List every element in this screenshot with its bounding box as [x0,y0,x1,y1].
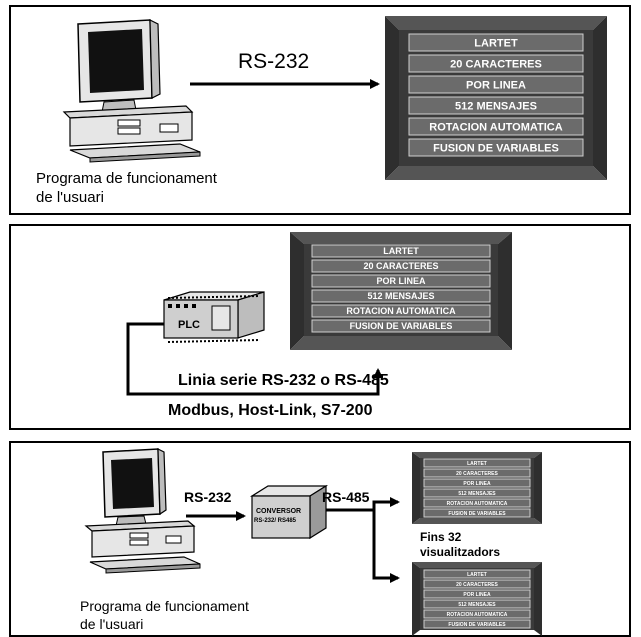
rs485-label: RS-485 [322,489,370,505]
display-row [408,33,584,52]
display-message-text: 20 CARACTERES [363,261,438,271]
display-message-text: POR LINEA [466,79,526,91]
display-row [408,54,584,73]
display-row [423,599,531,609]
computer-icon [84,448,201,574]
message-display: LARTET 20 CARACTERES POR LINEA 512 MENSAJES… [412,452,542,524]
display-row [311,259,491,273]
display-row [423,458,531,468]
converter-label: RS-232/ RS485 [254,518,297,524]
display-message-text: 20 CARACTERES [450,58,542,70]
serial-line-arrow [126,322,383,396]
display-message-text: ROTACION AUTOMATICA [346,306,456,316]
user-program-caption: Programa de funcionament [36,170,217,187]
computer-icon [62,19,201,163]
display-row [423,498,531,508]
rs485-arrow-top [326,497,400,512]
display-message-text: FUSION DE VARIABLES [448,622,506,628]
display-row [311,274,491,288]
converter-label: CONVERSOR [256,508,302,515]
display-message-text: 20 CARACTERES [456,471,498,477]
serial-line-label: Linia serie RS-232 o RS-485 [178,372,389,389]
message-display: LARTET 20 CARACTERES POR LINEA 512 MENSAJES… [412,562,542,636]
display-message-text: 20 CARACTERES [456,582,498,588]
display-message-text: 512 MENSAJES [458,491,496,497]
protocols-label: Modbus, Host-Link, S7-200 [168,402,373,419]
display-message-text: FUSION DE VARIABLES [448,511,506,517]
display-message-text: LARTET [467,572,487,578]
display-message-text: POR LINEA [463,481,491,487]
display-message-text: LARTET [467,461,487,467]
user-program-caption: de l'usuari [80,616,144,632]
display-row [423,478,531,488]
rs232-label: RS-232 [238,50,310,73]
display-message-text: 512 MENSAJES [455,100,537,112]
display-message-text: POR LINEA [463,592,491,598]
plc-icon [163,291,265,343]
message-display: LARTET 20 CARACTERES POR LINEA 512 MENSAJES… [290,232,512,350]
display-row [423,609,531,619]
display-row [311,289,491,303]
display-row [311,319,491,333]
display-count-label: visualitzadors [420,545,501,559]
display-message-text: 512 MENSAJES [458,602,496,608]
display-row [311,244,491,258]
display-row [408,138,584,157]
display-row [408,117,584,136]
display-message-text: LARTET [383,246,419,256]
display-message-text: LARTET [474,37,518,49]
display-row [408,96,584,115]
converter-icon [249,484,329,540]
display-row [311,304,491,318]
user-program-caption: de l'usuari [36,189,104,206]
plc-label: PLC [178,319,200,331]
display-count-label: Fins 32 [420,530,462,544]
display-message-text: FUSION DE VARIABLES [350,321,453,331]
display-row [423,569,531,579]
display-row [423,488,531,498]
display-message-text: ROTACION AUTOMATICA [447,501,508,507]
display-row [423,619,531,629]
display-row [423,508,531,518]
display-message-text: FUSION DE VARIABLES [433,142,559,154]
display-row [423,589,531,599]
rs232-label: RS-232 [184,489,232,505]
display-row [408,75,584,94]
display-row [423,579,531,589]
user-program-caption: Programa de funcionament [80,598,249,614]
rs485-arrow-bottom [372,510,400,583]
display-message-text: 512 MENSAJES [367,291,434,301]
display-message-text: POR LINEA [376,276,426,286]
display-message-text: ROTACION AUTOMATICA [447,612,508,618]
display-message-text: ROTACION AUTOMATICA [429,121,562,133]
display-row [423,468,531,478]
message-display: LARTET 20 CARACTERES POR LINEA 512 MENSAJES… [385,16,607,180]
